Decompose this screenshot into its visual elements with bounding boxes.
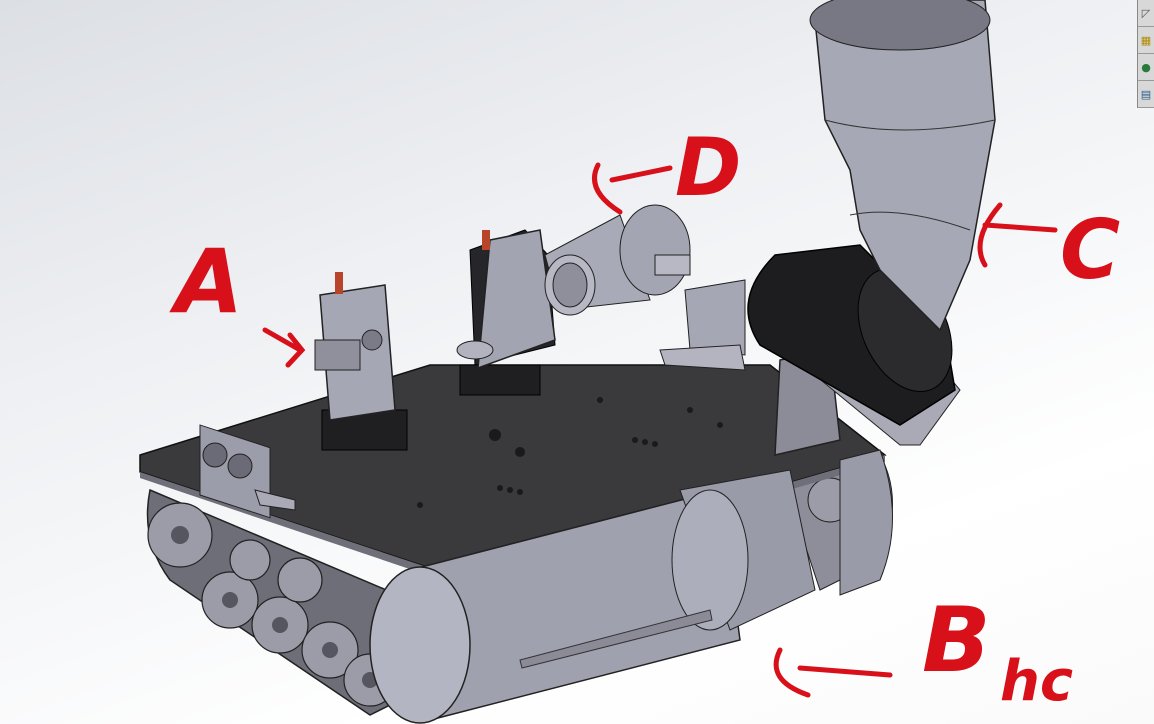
scene-icon[interactable]: ▤ <box>1138 81 1154 108</box>
view-orientation-icon[interactable]: ◸ <box>1138 0 1154 27</box>
annotation-a: A <box>169 230 306 368</box>
servo-mount-a <box>314 272 408 451</box>
annotation-d: D <box>592 121 741 215</box>
display-style-icon[interactable]: ▦ <box>1138 27 1154 54</box>
appearance-icon[interactable]: ● <box>1138 54 1154 81</box>
annotation-c: C <box>977 202 1120 298</box>
view-toolbar: ◸ ▦ ● ▤ <box>1137 0 1154 108</box>
svg-text:C: C <box>1060 203 1120 298</box>
svg-text:hc: hc <box>1000 649 1073 714</box>
svg-text:B: B <box>922 588 991 693</box>
ultrasonic-sensor <box>199 424 296 519</box>
battery-cylinder <box>369 449 893 724</box>
annotation-b: B hc <box>773 588 1073 714</box>
servo-mount-d <box>456 204 691 396</box>
svg-text:A: A <box>169 230 243 333</box>
svg-text:D: D <box>675 121 741 214</box>
bracket-right <box>659 279 746 371</box>
plate-holes <box>417 397 723 508</box>
track-assembly-left <box>146 488 411 716</box>
exhaust-pipe <box>809 0 996 332</box>
